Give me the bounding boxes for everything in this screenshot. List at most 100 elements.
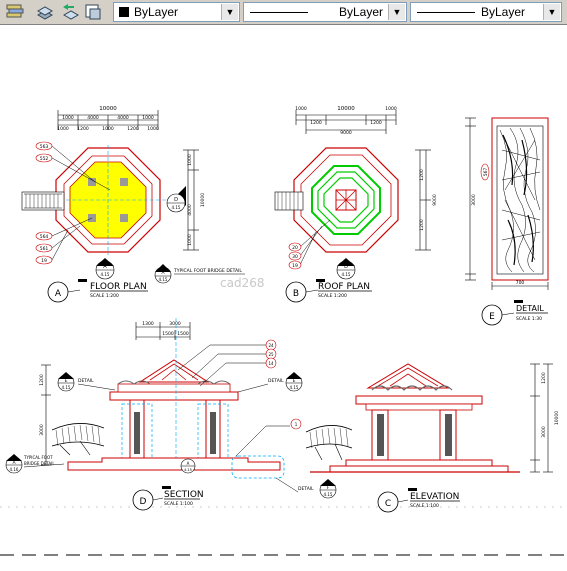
tag-label: 20 <box>292 245 298 251</box>
lineweight-control-combo[interactable]: ByLayer ▼ <box>410 2 562 22</box>
view-scale: SCALE 1:200 <box>318 293 347 299</box>
dim-label: 1200 <box>310 120 322 126</box>
section-marker: A 4.15 <box>95 258 115 280</box>
dim-label: 1200 <box>541 372 547 384</box>
tag-bubble <box>288 260 302 270</box>
roof-green-ring <box>311 165 381 235</box>
dim-label: 700 <box>516 280 525 286</box>
section-view: 1300 3000 1500 1500 1200 3000 <box>5 318 337 511</box>
foot-bridge <box>21 191 65 211</box>
title-bar <box>78 279 87 282</box>
dim-label: 1200 <box>77 126 89 132</box>
elevation-view: 1200 3000 10000 C ELEVATION SCALE 1:100 <box>305 363 560 513</box>
linetype-sample <box>250 12 308 13</box>
tag-bubble <box>35 153 53 163</box>
tag-label: 30 <box>292 254 298 260</box>
layer-previous-button[interactable] <box>59 1 81 23</box>
lineweight-control-value: ByLayer <box>481 5 526 19</box>
dim-label: 3000 <box>169 321 181 327</box>
svg-text:A: A <box>12 460 16 466</box>
tag-bubble <box>288 242 302 252</box>
tag-label: 24 <box>268 343 274 348</box>
view-title: DETAIL <box>516 304 544 313</box>
bridge-note: BRIDGE DETAIL <box>24 461 55 466</box>
foot-bridge <box>51 423 105 456</box>
tag-bubble <box>35 243 53 253</box>
dim-label: 3000 <box>39 424 45 436</box>
svg-text:4.16: 4.16 <box>10 467 19 472</box>
roof-peak <box>138 359 210 383</box>
floor-dimensions <box>57 110 159 130</box>
tag-bubble <box>35 255 53 265</box>
linetype-control-combo[interactable]: ByLayer ▼ <box>243 2 407 22</box>
layer-walk-icon <box>85 4 101 20</box>
view-title: ELEVATION <box>410 492 459 502</box>
tag-label: 552 <box>40 156 49 162</box>
chevron-down-icon[interactable]: ▼ <box>388 4 405 20</box>
dim-label: 1200 <box>419 169 425 181</box>
detail-marker: F 4.15 <box>319 479 337 499</box>
roof-green-ring <box>323 177 369 223</box>
dim-label: 1000 <box>102 126 114 132</box>
view-title: FLOOR PLAN <box>90 282 147 292</box>
dim-label: 3000 <box>541 426 547 438</box>
detail-label: DETAIL <box>268 378 284 384</box>
dim-label: 1000 <box>385 106 397 112</box>
cad-drawing: 10000 1000 4000 4000 1000 1000 1200 1000… <box>0 106 567 556</box>
view-scale: SCALE 1:30 <box>516 316 542 322</box>
color-control-value: ByLayer <box>134 5 179 19</box>
svg-text:E: E <box>65 378 68 384</box>
column <box>120 214 128 222</box>
dim-label: 1500 <box>177 331 189 337</box>
title-bar <box>162 486 171 489</box>
lineweight-sample <box>417 12 475 13</box>
floor-plan: 10000 1000 4000 4000 1000 1000 1200 1000… <box>21 106 206 303</box>
section-marker: D 4.15 <box>166 186 186 213</box>
layer-manager-button[interactable] <box>4 1 26 23</box>
title-bar <box>408 488 417 491</box>
color-control-combo[interactable]: ByLayer ▼ <box>113 2 240 22</box>
svg-text:4.15: 4.15 <box>172 205 181 210</box>
tag-label: 567 <box>483 168 489 177</box>
foot-bridge <box>305 425 353 461</box>
dim-label: 1000 <box>142 115 154 121</box>
tag-bubble <box>35 141 53 151</box>
view-letter: B <box>293 289 299 299</box>
svg-text:4.15: 4.15 <box>324 492 333 497</box>
dim-label: 1200 <box>39 374 45 386</box>
tag-label: 561 <box>40 246 49 252</box>
tag-bubble <box>480 163 490 181</box>
view-letter: E <box>489 312 495 322</box>
dim-label: 1200 <box>419 219 425 231</box>
svg-text:4.15: 4.15 <box>101 272 110 277</box>
view-scale: SCALE 1:200 <box>90 293 119 299</box>
detail-frame <box>491 117 549 281</box>
dim-label: 1000 <box>295 106 307 112</box>
detail-panel <box>496 125 544 275</box>
chevron-down-icon[interactable]: ▼ <box>221 4 238 20</box>
drawing-canvas[interactable]: 10000 1000 4000 4000 1000 1000 1200 1000… <box>0 25 567 567</box>
dim-label: 1000 <box>62 115 74 121</box>
foot-bridge <box>274 191 304 211</box>
dim-label: 1000 <box>187 234 193 246</box>
svg-text:A: A <box>187 461 190 466</box>
layer-state-button[interactable] <box>34 1 56 23</box>
tag-bubble <box>288 251 302 261</box>
tag-label: 19 <box>292 263 298 269</box>
chevron-down-icon[interactable]: ▼ <box>543 4 560 20</box>
tag-label: 563 <box>40 144 49 150</box>
view-letter: A <box>55 289 62 299</box>
view-scale: SCALE 1:100 <box>410 503 439 509</box>
elevation-step <box>329 465 509 473</box>
title-bar <box>316 279 325 282</box>
layer-walk-button[interactable] <box>82 1 104 23</box>
svg-text:F: F <box>327 485 330 491</box>
tag-bubble <box>35 231 53 241</box>
dim-label: 1000 <box>187 154 193 166</box>
dim-label: 10000 <box>200 193 206 207</box>
view-title: ROOF PLAN <box>318 282 370 292</box>
layers-icon <box>6 4 24 18</box>
dim-label: 1200 <box>127 126 139 132</box>
dim-label: 4000 <box>117 115 129 121</box>
bridge-note: TYPICAL FOOT <box>23 455 53 460</box>
